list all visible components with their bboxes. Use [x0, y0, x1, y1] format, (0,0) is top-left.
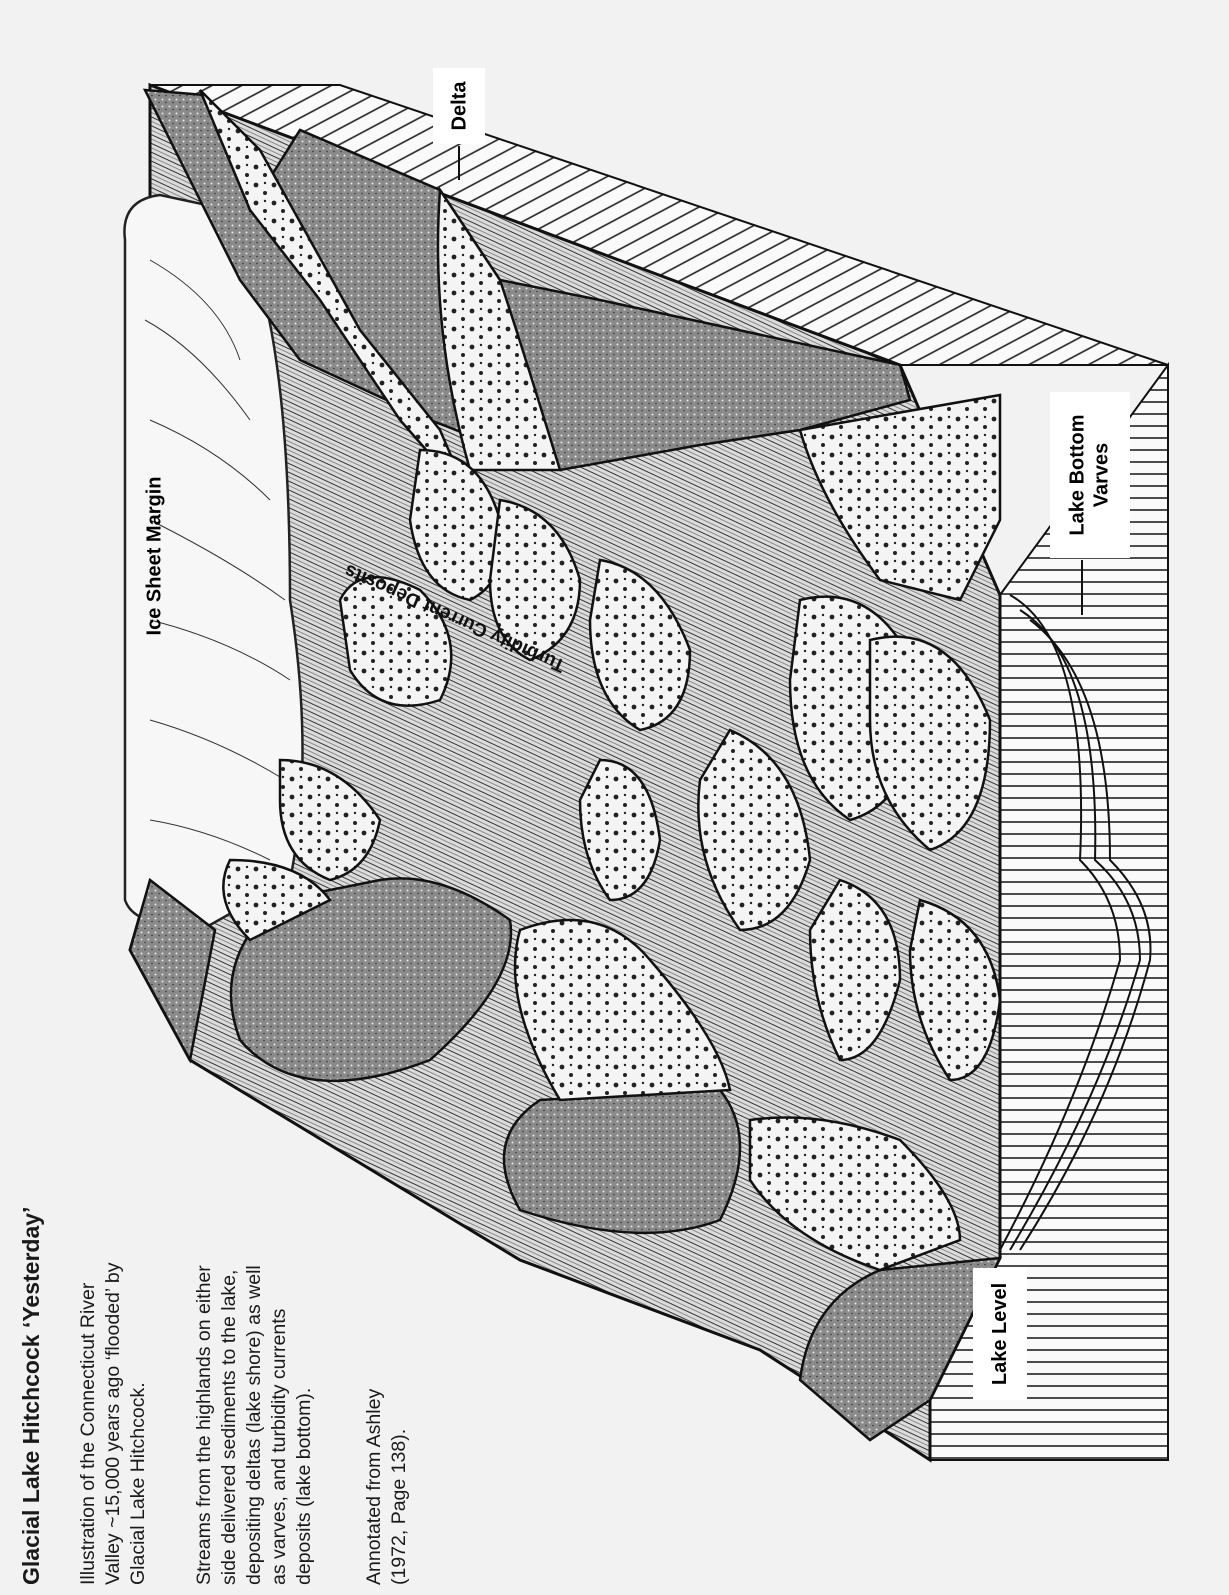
- varves-line: Varves: [1090, 414, 1114, 535]
- streams-line: depositing deltas (lake shore) as well: [242, 1265, 267, 1585]
- source-annotation: Annotated from Ashley (1972, Page 138).: [362, 1389, 412, 1585]
- streams-line: Streams from the highlands on either: [192, 1265, 217, 1585]
- streams-line: deposits (lake bottom).: [292, 1265, 317, 1585]
- caption: Illustration of the Connecticut River Va…: [76, 1262, 151, 1585]
- lake-bottom-varves-text: Lake Bottom Varves: [1066, 414, 1114, 535]
- caption-line: Valley ~15,000 years ago ‘flooded’ by: [101, 1262, 126, 1585]
- delta-label-text: Delta: [447, 82, 471, 131]
- annotation-line: Annotated from Ashley: [362, 1389, 387, 1585]
- annotation-line: (1972, Page 138).: [387, 1389, 412, 1585]
- caption-line: Glacial Lake Hitchcock.: [126, 1262, 151, 1585]
- delta-label: Delta: [433, 68, 485, 144]
- highland-lower-right: [504, 1090, 740, 1233]
- streams-line: as varves, and turbidity currents: [267, 1265, 292, 1585]
- streams-description: Streams from the highlands on either sid…: [192, 1265, 317, 1585]
- ice-sheet-margin-text: Ice Sheet Margin: [142, 477, 166, 636]
- ice-sheet-margin-label: Ice Sheet Margin: [130, 452, 178, 660]
- streams-line: side delivered sediments to the lake,: [217, 1265, 242, 1585]
- lake-bottom-varves-label: Lake Bottom Varves: [1050, 392, 1130, 558]
- page-title: Glacial Lake Hitchcock ‘Yesterday’: [18, 1207, 45, 1585]
- caption-line: Illustration of the Connecticut River: [76, 1262, 101, 1585]
- lake-bottom-line: Lake Bottom: [1066, 414, 1090, 535]
- lake-level-label: Lake Level: [973, 1268, 1027, 1400]
- lake-level-text: Lake Level: [988, 1283, 1012, 1385]
